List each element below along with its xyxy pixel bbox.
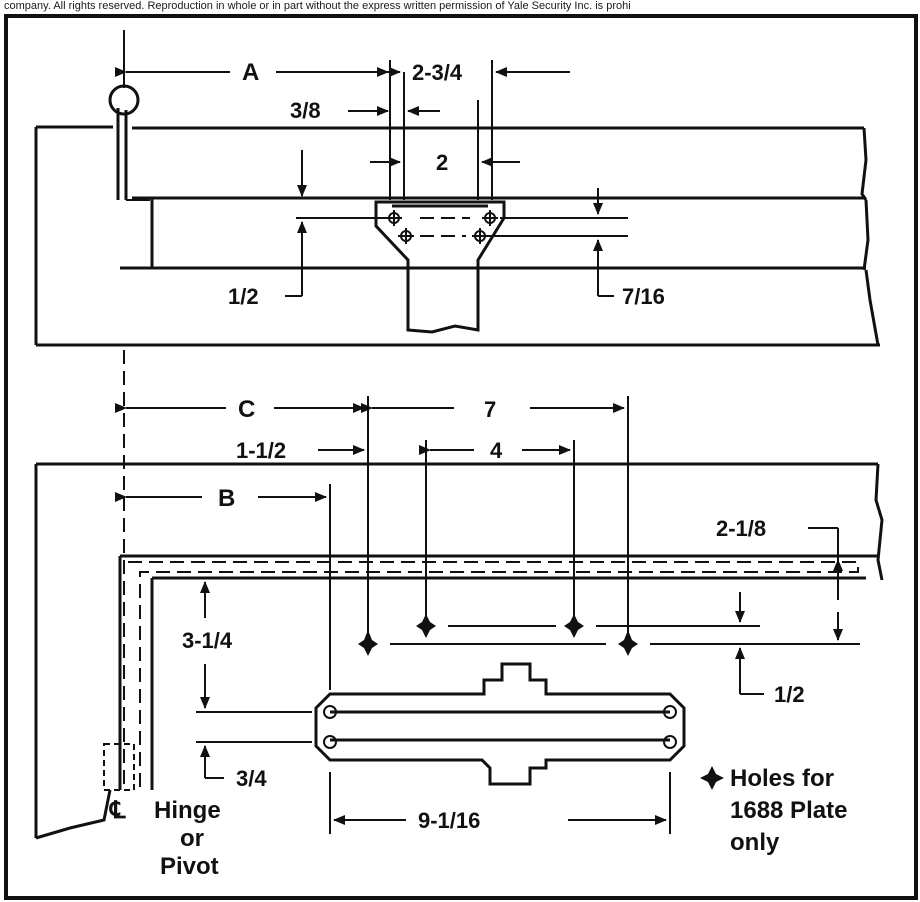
holes-note-line-3: only xyxy=(730,829,780,856)
bracket-hole-icon xyxy=(386,210,498,244)
hinge-label-line-3: Pivot xyxy=(160,853,219,880)
top-view: A 2-3/4 3/8 2 1/2 7/16 xyxy=(34,30,880,347)
dim-label-7-16: 7/16 xyxy=(622,284,665,309)
dim-label-1-1-2: 1-1/2 xyxy=(236,438,286,463)
diagram-frame xyxy=(4,14,918,900)
mounting-bracket-shape xyxy=(374,200,506,334)
closer-body-shape xyxy=(314,662,686,786)
copyright-notice: company. All rights reserved. Reproducti… xyxy=(4,0,631,12)
dim-label-a: A xyxy=(242,59,259,86)
dim-label-2-1-8: 2-1/8 xyxy=(716,516,766,541)
dim-label-3-8: 3/8 xyxy=(290,98,321,123)
dim-label-2: 2 xyxy=(436,150,448,175)
centerline-icon: ℄ xyxy=(109,797,126,824)
dim-label-2-3-4: 2-3/4 xyxy=(412,60,463,85)
hole-marker-icon xyxy=(700,766,724,790)
hinge-label-line-1: Hinge xyxy=(154,797,221,824)
closer-mount-hole-icon xyxy=(323,705,677,749)
dim-label-1-2-top: 1/2 xyxy=(228,284,259,309)
dim-label-9-1-16: 9-1/16 xyxy=(418,808,480,833)
dim-label-c: C xyxy=(238,396,255,423)
holes-note-line-2: 1688 Plate xyxy=(730,797,847,824)
dim-label-3-1-4: 3-1/4 xyxy=(182,628,233,653)
dim-label-b: B xyxy=(218,485,235,512)
holes-note-line-1: Holes for xyxy=(730,765,834,792)
hinge-label-line-2: or xyxy=(180,825,204,852)
dim-label-4: 4 xyxy=(490,438,503,463)
dim-label-3-4: 3/4 xyxy=(236,766,267,791)
hinge-knuckle-icon xyxy=(108,84,140,116)
dim-label-7: 7 xyxy=(484,397,496,422)
bottom-view: C 7 1-1/2 4 B 2-1/8 3-1/4 1/2 3/4 9-1/16… xyxy=(34,30,884,880)
dim-label-1-2-bottom: 1/2 xyxy=(774,682,805,707)
hole-marker-icon xyxy=(358,614,638,656)
